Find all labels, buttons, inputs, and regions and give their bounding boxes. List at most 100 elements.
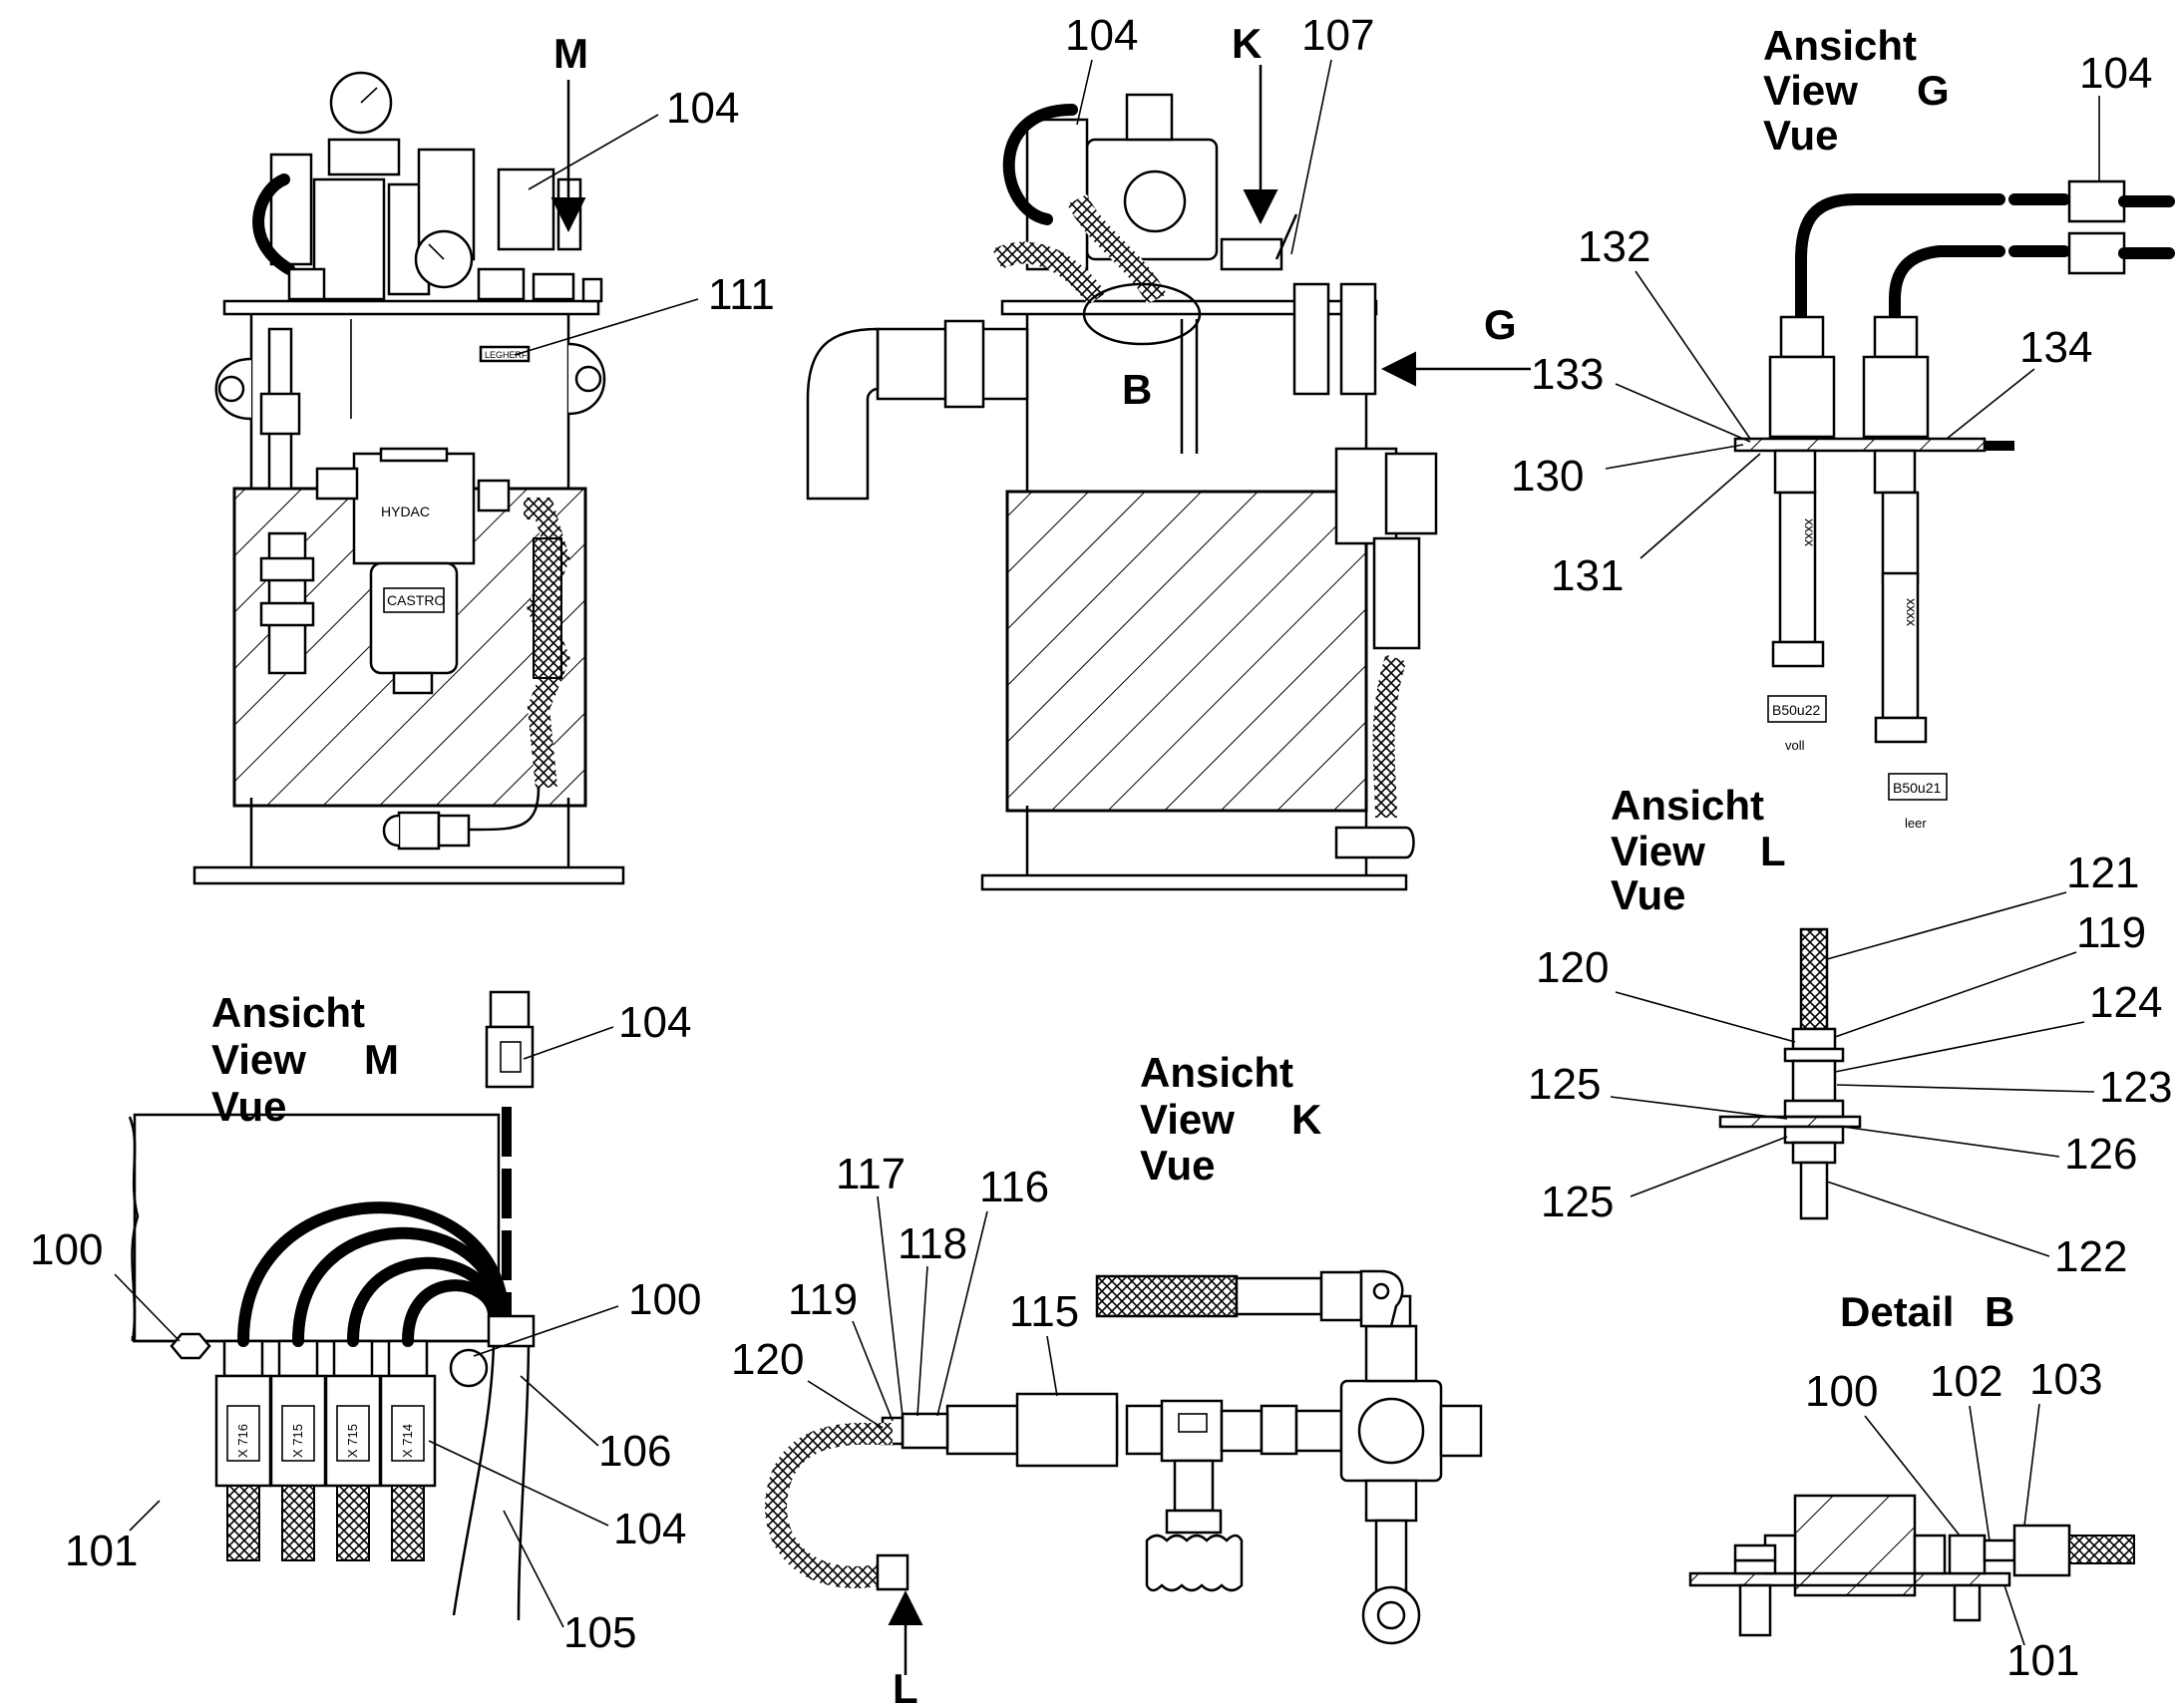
base-plate-side [980,873,1408,891]
tag-b50u22: B50u22 [1772,702,1820,718]
callout-b-101: 101 [2006,1636,2079,1685]
callout-125-lower: 125 [1541,1178,1614,1226]
tank-body-side [1005,490,1368,813]
top-plate [222,299,600,316]
cable-upper [1795,193,2005,325]
suction-elbow [806,327,880,501]
grommet-100-right [449,1348,489,1388]
cable-arc-1 [237,1201,510,1347]
pressure-hose [992,241,1107,306]
stub-122 [1799,1161,1829,1220]
callout-126: 126 [2064,1130,2137,1179]
hose-upper-k [1095,1274,1239,1318]
callout-k-120: 120 [731,1335,804,1384]
connector-104-lower [2067,231,2126,275]
mounting-plate [1733,437,1987,453]
drain-hose-side [1372,654,1407,819]
callout-b-100: 100 [1805,1367,1878,1416]
callout-107: 107 [1301,11,1374,60]
callout-m-100-left: 100 [30,1225,103,1274]
detail-b-boss [1793,1494,1917,1597]
callout-122: 122 [2054,1232,2127,1281]
view-m-vue: Vue [211,1083,286,1130]
callout-125-upper: 125 [1528,1060,1601,1109]
callout-121: 121 [2066,849,2139,897]
callout-134: 134 [2019,323,2092,372]
callout-117: 117 [836,1150,906,1198]
filter-type-label: CASTRO [387,592,445,608]
callout-106: 106 [598,1427,671,1476]
lifting-lug-right [567,342,606,416]
callout-123: 123 [2099,1063,2172,1112]
callout-m: M [553,30,588,77]
view-m-ansicht: Ansicht [211,989,365,1036]
tag-x715-b: X 715 [345,1424,360,1458]
connector-104-upper [2067,179,2126,223]
view-l-letter: L [1760,828,1786,874]
filter-bowl [369,561,459,675]
tag-leer: leer [1905,816,1927,831]
callout-103: 103 [2029,1355,2102,1404]
view-m: Ansicht View M Vue [30,989,701,1657]
drain-eye [1361,1585,1421,1645]
callout-130: 130 [1511,452,1584,501]
base-plate [192,865,625,885]
adapter-123 [1791,1059,1837,1103]
callout-g-104: 104 [2079,49,2152,98]
hose-121 [1799,927,1829,1031]
probe-full [1778,491,1817,644]
view-m-letter: M [364,1036,399,1083]
callout-104-side: 104 [1065,11,1138,60]
view-l-view: View [1611,828,1705,874]
tag-x716: X 716 [235,1424,250,1458]
view-m-view: View [211,1036,306,1083]
connector-104-m [489,990,531,1029]
level-sensor-full [1768,355,1836,439]
front-view: HYDAC CASTRO [192,30,775,885]
view-k-letter: K [1291,1096,1321,1143]
tag-voll: voll [1785,738,1805,753]
grommet-100-left [170,1332,211,1360]
callout-m-101: 101 [65,1527,138,1575]
hose-loop-k [764,1423,900,1588]
connector-row [214,1339,437,1561]
callout-120: 120 [1536,943,1609,992]
drain-fitting [397,811,441,851]
view-l-ansicht: Ansicht [1611,782,1764,829]
valve-body-k [1160,1399,1224,1463]
view-g-view: View [1763,67,1858,114]
wall-plate-l [1718,1115,1862,1129]
arrow-l-letter: L [893,1665,918,1708]
probe-empty [1881,571,1920,720]
lifting-lug-left [214,357,252,421]
tag-x715-a: X 715 [290,1424,305,1458]
pilot-hose [252,173,295,275]
side-view: 104 K 107 G B [806,11,1531,891]
callout-116: 116 [979,1163,1049,1211]
callout-104-top-left: 104 [666,84,739,133]
view-g: Ansicht View G Vue xxxx xxxx B50u22 [1511,22,2175,831]
detail-b-grommet [1948,1534,1987,1575]
callout-119: 119 [2076,908,2146,957]
callout-k-119: 119 [788,1275,858,1324]
view-k-view: View [1140,1096,1235,1143]
view-l-vue: Vue [1611,871,1685,918]
filter-head [352,452,476,565]
conduit-105 [452,1335,496,1616]
callout-133: 133 [1531,350,1604,399]
name-plate [479,345,531,363]
callout-132: 132 [1578,222,1650,271]
view-k-vue: Vue [1140,1142,1215,1189]
probe-full-mark: xxxx [1802,518,1818,546]
callout-118: 118 [898,1219,967,1268]
callout-111: 111 [708,270,775,319]
view-k-ansicht: Ansicht [1140,1049,1293,1096]
detail-b-word: Detail [1840,1288,1954,1335]
name-plate-label: LEGHERF [485,350,528,360]
view-g-letter: G [1917,67,1950,114]
valve-block [312,177,386,301]
callout-g: G [1484,301,1517,348]
level-sensor-empty [1862,355,1930,439]
callout-k: K [1232,20,1262,67]
